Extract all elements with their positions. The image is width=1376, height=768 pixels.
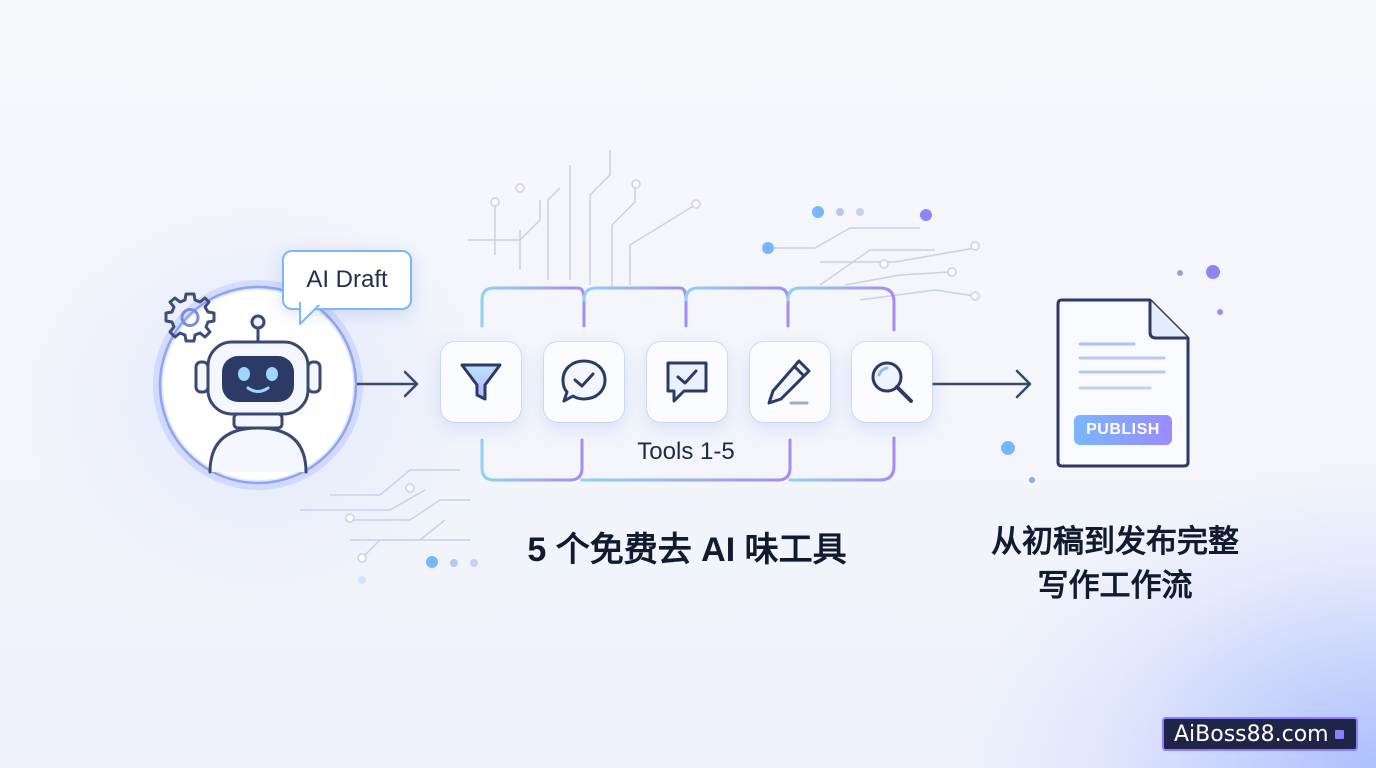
main-title: 5 个免费去 AI 味工具 xyxy=(527,531,847,569)
workflow-line-2: 写作工作流 xyxy=(1037,568,1193,603)
tools-label: Tools 1-5 xyxy=(637,438,735,465)
robot-icon xyxy=(194,314,322,474)
workflow-line-1: 从初稿到发布完整 xyxy=(991,524,1239,559)
pencil-icon xyxy=(767,359,811,405)
logo-text: AiBoss88.com xyxy=(1174,721,1329,747)
tool-tile-1[interactable] xyxy=(441,342,521,422)
magnifier-icon xyxy=(871,361,913,403)
ai-draft-label: AI Draft xyxy=(306,266,388,293)
tool-tile-4[interactable] xyxy=(750,342,830,422)
workflow-caption: 从初稿到发布完整 写作工作流 xyxy=(980,520,1250,608)
logo-dot xyxy=(1335,730,1344,739)
tool-tile-2[interactable] xyxy=(544,342,624,422)
bubble-tail xyxy=(299,302,323,325)
gear-icon xyxy=(164,292,216,343)
tool-tile-3[interactable] xyxy=(647,342,727,422)
chat-check-icon xyxy=(561,359,607,403)
tool-tile-5[interactable] xyxy=(852,342,932,422)
publish-button[interactable]: PUBLISH xyxy=(1074,415,1172,445)
message-check-icon xyxy=(666,361,708,403)
site-logo: AiBoss88.com xyxy=(1162,717,1358,751)
funnel-icon xyxy=(460,363,502,401)
ai-draft-bubble: AI Draft xyxy=(282,250,412,310)
